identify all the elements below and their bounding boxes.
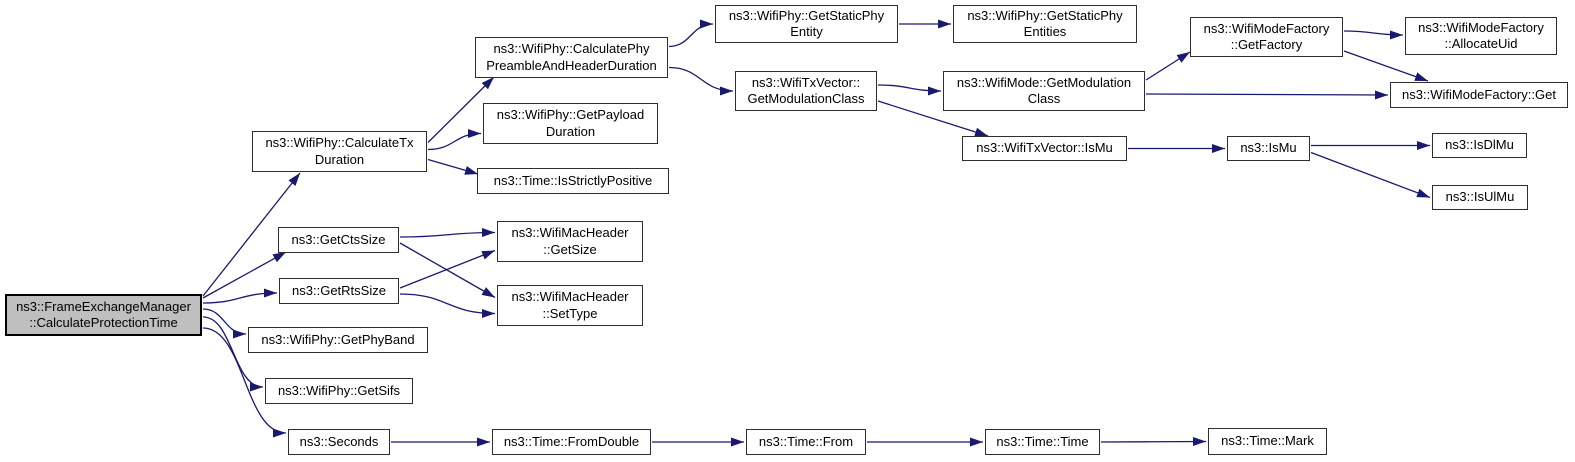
graph-node-staticPhyEntities[interactable]: ns3::WifiPhy::GetStaticPhy Entities <box>953 5 1137 43</box>
graph-node-modeGetModClass[interactable]: ns3::WifiMode::GetModulation Class <box>943 71 1145 111</box>
edge-calcProtTime-to-getRtsSize <box>202 288 278 304</box>
graph-node-getCtsSize[interactable]: ns3::GetCtsSize <box>278 227 399 253</box>
edge-calcPhyPreamble-to-txVecGetModClass <box>668 66 734 96</box>
edge-calcTxDur-to-calcPhyPreamble <box>427 76 495 143</box>
graph-node-calcProtTime: ns3::FrameExchangeManager ::CalculatePro… <box>5 294 202 336</box>
edge-calcProtTime-to-getSifs <box>202 316 264 392</box>
edge-txVecGetModClass-to-modeGetModClass <box>877 84 942 96</box>
edge-modeGetModClass-to-factGetFactory <box>1145 51 1191 81</box>
edge-calcProtTime-to-seconds <box>202 327 287 438</box>
edge-calcPhyPreamble-to-staticPhyEntity <box>668 19 714 48</box>
edge-getRtsSize-to-macGetSize <box>399 249 496 289</box>
graph-node-macSetType[interactable]: ns3::WifiMacHeader ::SetType <box>497 285 643 326</box>
edge-calcProtTime-to-getPhyBand <box>202 308 247 339</box>
graph-node-timeMark[interactable]: ns3::Time::Mark <box>1208 428 1327 455</box>
edge-factGetFactory-to-factAllocUid <box>1343 30 1404 40</box>
graph-node-getRtsSize[interactable]: ns3::GetRtsSize <box>279 278 399 304</box>
graph-node-timeFrom[interactable]: ns3::Time::From <box>746 429 866 455</box>
edge-getCtsSize-to-macSetType <box>399 242 496 299</box>
graph-node-isUlMu[interactable]: ns3::IsUlMu <box>1432 185 1528 210</box>
graph-node-isDlMu[interactable]: ns3::IsDlMu <box>1432 133 1527 158</box>
edge-factGetFactory-to-factGet <box>1343 50 1429 82</box>
graph-node-factAllocUid[interactable]: ns3::WifiModeFactory ::AllocateUid <box>1405 17 1557 55</box>
edge-modeGetModClass-to-factGet <box>1145 90 1389 100</box>
edge-calcTxDur-to-getPayloadDur <box>427 129 482 151</box>
edge-isMu-to-isUlMu <box>1310 151 1431 199</box>
graph-node-factGet[interactable]: ns3::WifiModeFactory::Get <box>1390 82 1568 108</box>
edge-timeTime-to-timeMark <box>1100 437 1207 447</box>
edge-calcProtTime-to-calcTxDur <box>202 172 301 297</box>
edge-calcTxDur-to-isStrictlyPos <box>427 158 479 175</box>
graph-node-getSifs[interactable]: ns3::WifiPhy::GetSifs <box>265 378 413 404</box>
graph-node-fromDouble[interactable]: ns3::Time::FromDouble <box>492 429 651 455</box>
graph-node-calcPhyPreamble[interactable]: ns3::WifiPhy::CalculatePhy PreambleAndHe… <box>475 37 668 78</box>
graph-node-staticPhyEntity[interactable]: ns3::WifiPhy::GetStaticPhy Entity <box>715 5 898 43</box>
graph-node-calcTxDur[interactable]: ns3::WifiPhy::CalculateTx Duration <box>252 131 427 172</box>
edge-getCtsSize-to-macGetSize <box>399 228 496 238</box>
graph-node-getPayloadDur[interactable]: ns3::WifiPhy::GetPayload Duration <box>483 103 658 144</box>
graph-node-txVecGetModClass[interactable]: ns3::WifiTxVector:: GetModulationClass <box>735 71 877 111</box>
edge-txVecGetModClass-to-txVecIsMu <box>877 100 989 137</box>
graph-node-seconds[interactable]: ns3::Seconds <box>288 429 390 455</box>
edge-calcProtTime-to-getCtsSize <box>202 251 287 299</box>
edges-group <box>202 19 1431 447</box>
graph-node-macGetSize[interactable]: ns3::WifiMacHeader ::GetSize <box>497 221 643 262</box>
graph-node-factGetFactory[interactable]: ns3::WifiModeFactory ::GetFactory <box>1190 17 1343 57</box>
graph-node-isMu[interactable]: ns3::IsMu <box>1227 136 1310 161</box>
graph-node-txVecIsMu[interactable]: ns3::WifiTxVector::IsMu <box>962 136 1127 161</box>
graph-node-getPhyBand[interactable]: ns3::WifiPhy::GetPhyBand <box>248 327 428 353</box>
graph-node-isStrictlyPos[interactable]: ns3::Time::IsStrictlyPositive <box>477 168 669 194</box>
graph-node-timeTime[interactable]: ns3::Time::Time <box>985 429 1100 455</box>
edge-getRtsSize-to-macSetType <box>399 293 496 318</box>
